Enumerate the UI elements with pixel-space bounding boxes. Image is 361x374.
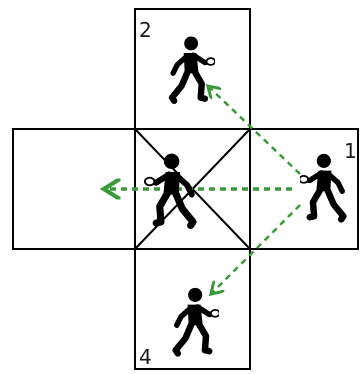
label-top: 2 — [139, 18, 152, 42]
arrow-to-bottom — [213, 204, 301, 292]
arrow-to-top — [210, 88, 301, 175]
label-bottom: 4 — [139, 345, 152, 369]
label-right: 1 — [344, 139, 357, 163]
left-box — [12, 128, 136, 250]
